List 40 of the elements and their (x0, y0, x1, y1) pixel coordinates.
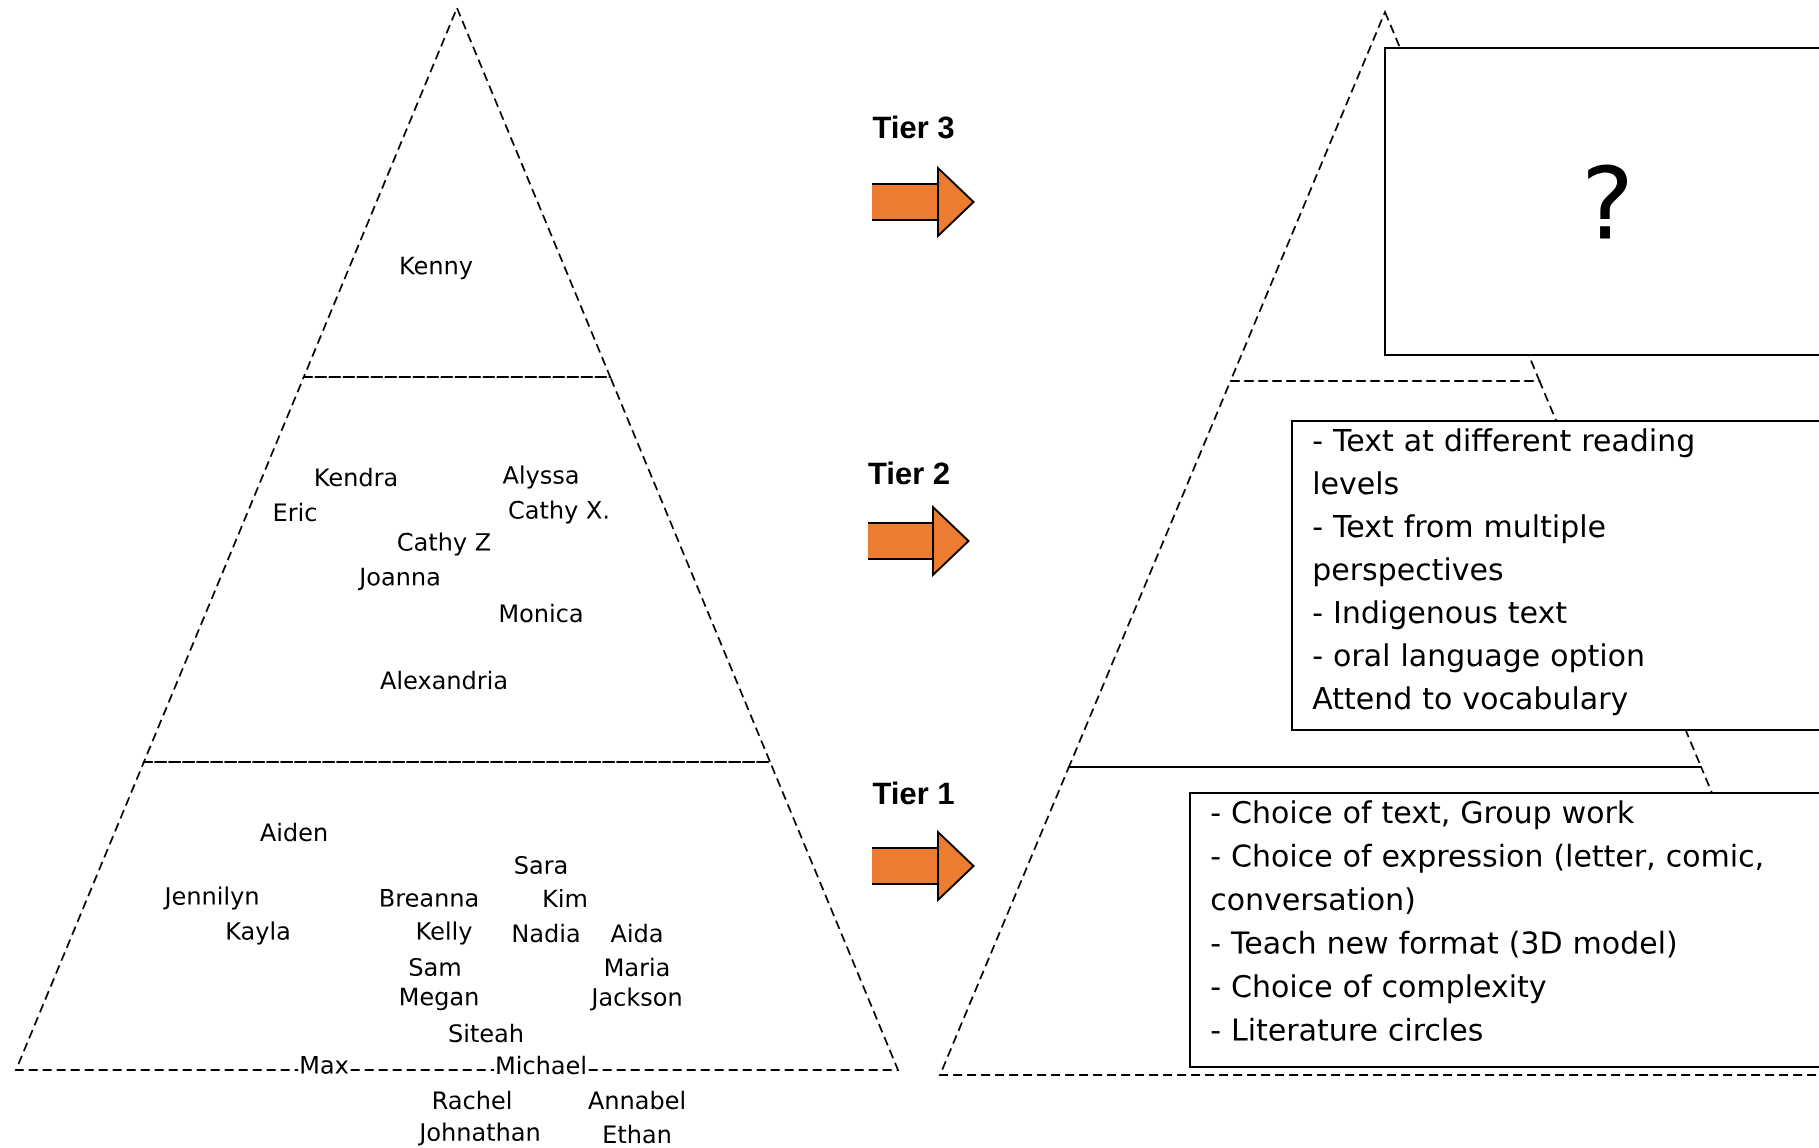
student-name: Rachel (434, 1090, 511, 1110)
student-name: Sara (512, 854, 570, 876)
node-label: - Choice of expression (letter, comic, conversation) (1211, 843, 1762, 914)
node-label: - Teach new format (3D model) (1211, 930, 1676, 958)
text-box: - Choice of text, Group work - Choice of expression (letter, comic, conversation) - Teach new format (3D model) - Choice of complexity - Literature circles (1189, 792, 1819, 1068)
student-name: Maria (602, 956, 672, 978)
student-name: Ethan (604, 1124, 670, 1144)
student-name: Siteah (447, 1022, 525, 1044)
node-label: - Literature circles (1211, 1017, 1482, 1041)
student-name: Breanna (377, 888, 481, 908)
student-name: Alyssa (501, 464, 581, 490)
text-box: ? (1384, 47, 1819, 356)
student-name: Kelly (414, 920, 474, 946)
node-label: - Choice of text, Group work (1211, 800, 1635, 830)
text-box: - Text at different reading levels - Text from multiple perspectives - Indigenous text - oral language option Attend to vocabulary (1291, 420, 1819, 731)
student-name: Jennilyn (163, 885, 261, 911)
student-name: Jackson (590, 986, 684, 1012)
student-name: Monica (497, 602, 585, 624)
tier-label: Tier 1 (872, 781, 954, 805)
student-name: Aiden (258, 821, 330, 843)
student-name: Kayla (224, 920, 292, 946)
student-name: Alexandria (379, 669, 509, 691)
node-label: - Choice of complexity (1211, 974, 1546, 1004)
student-name: Cathy Z (395, 531, 493, 557)
tier-label: Tier 3 (872, 115, 954, 139)
student-name: Johnathan (418, 1122, 539, 1146)
student-name: Annabel (588, 1090, 684, 1110)
student-name: Sam (407, 956, 463, 978)
student-name: Kenny (398, 255, 474, 281)
student-name: Joanna (357, 566, 442, 592)
tier-label: Tier 2 (868, 461, 949, 485)
student-name: Michael (494, 1054, 588, 1076)
student-name: Cathy X. (507, 499, 611, 525)
student-name: Max (298, 1055, 350, 1075)
student-name: Nadia (510, 922, 582, 944)
student-name: Eric (271, 501, 319, 523)
student-name: Aida (609, 922, 665, 944)
student-name: Kim (541, 887, 589, 909)
student-name: Megan (397, 986, 481, 1012)
student-name: Kendra (312, 466, 400, 488)
